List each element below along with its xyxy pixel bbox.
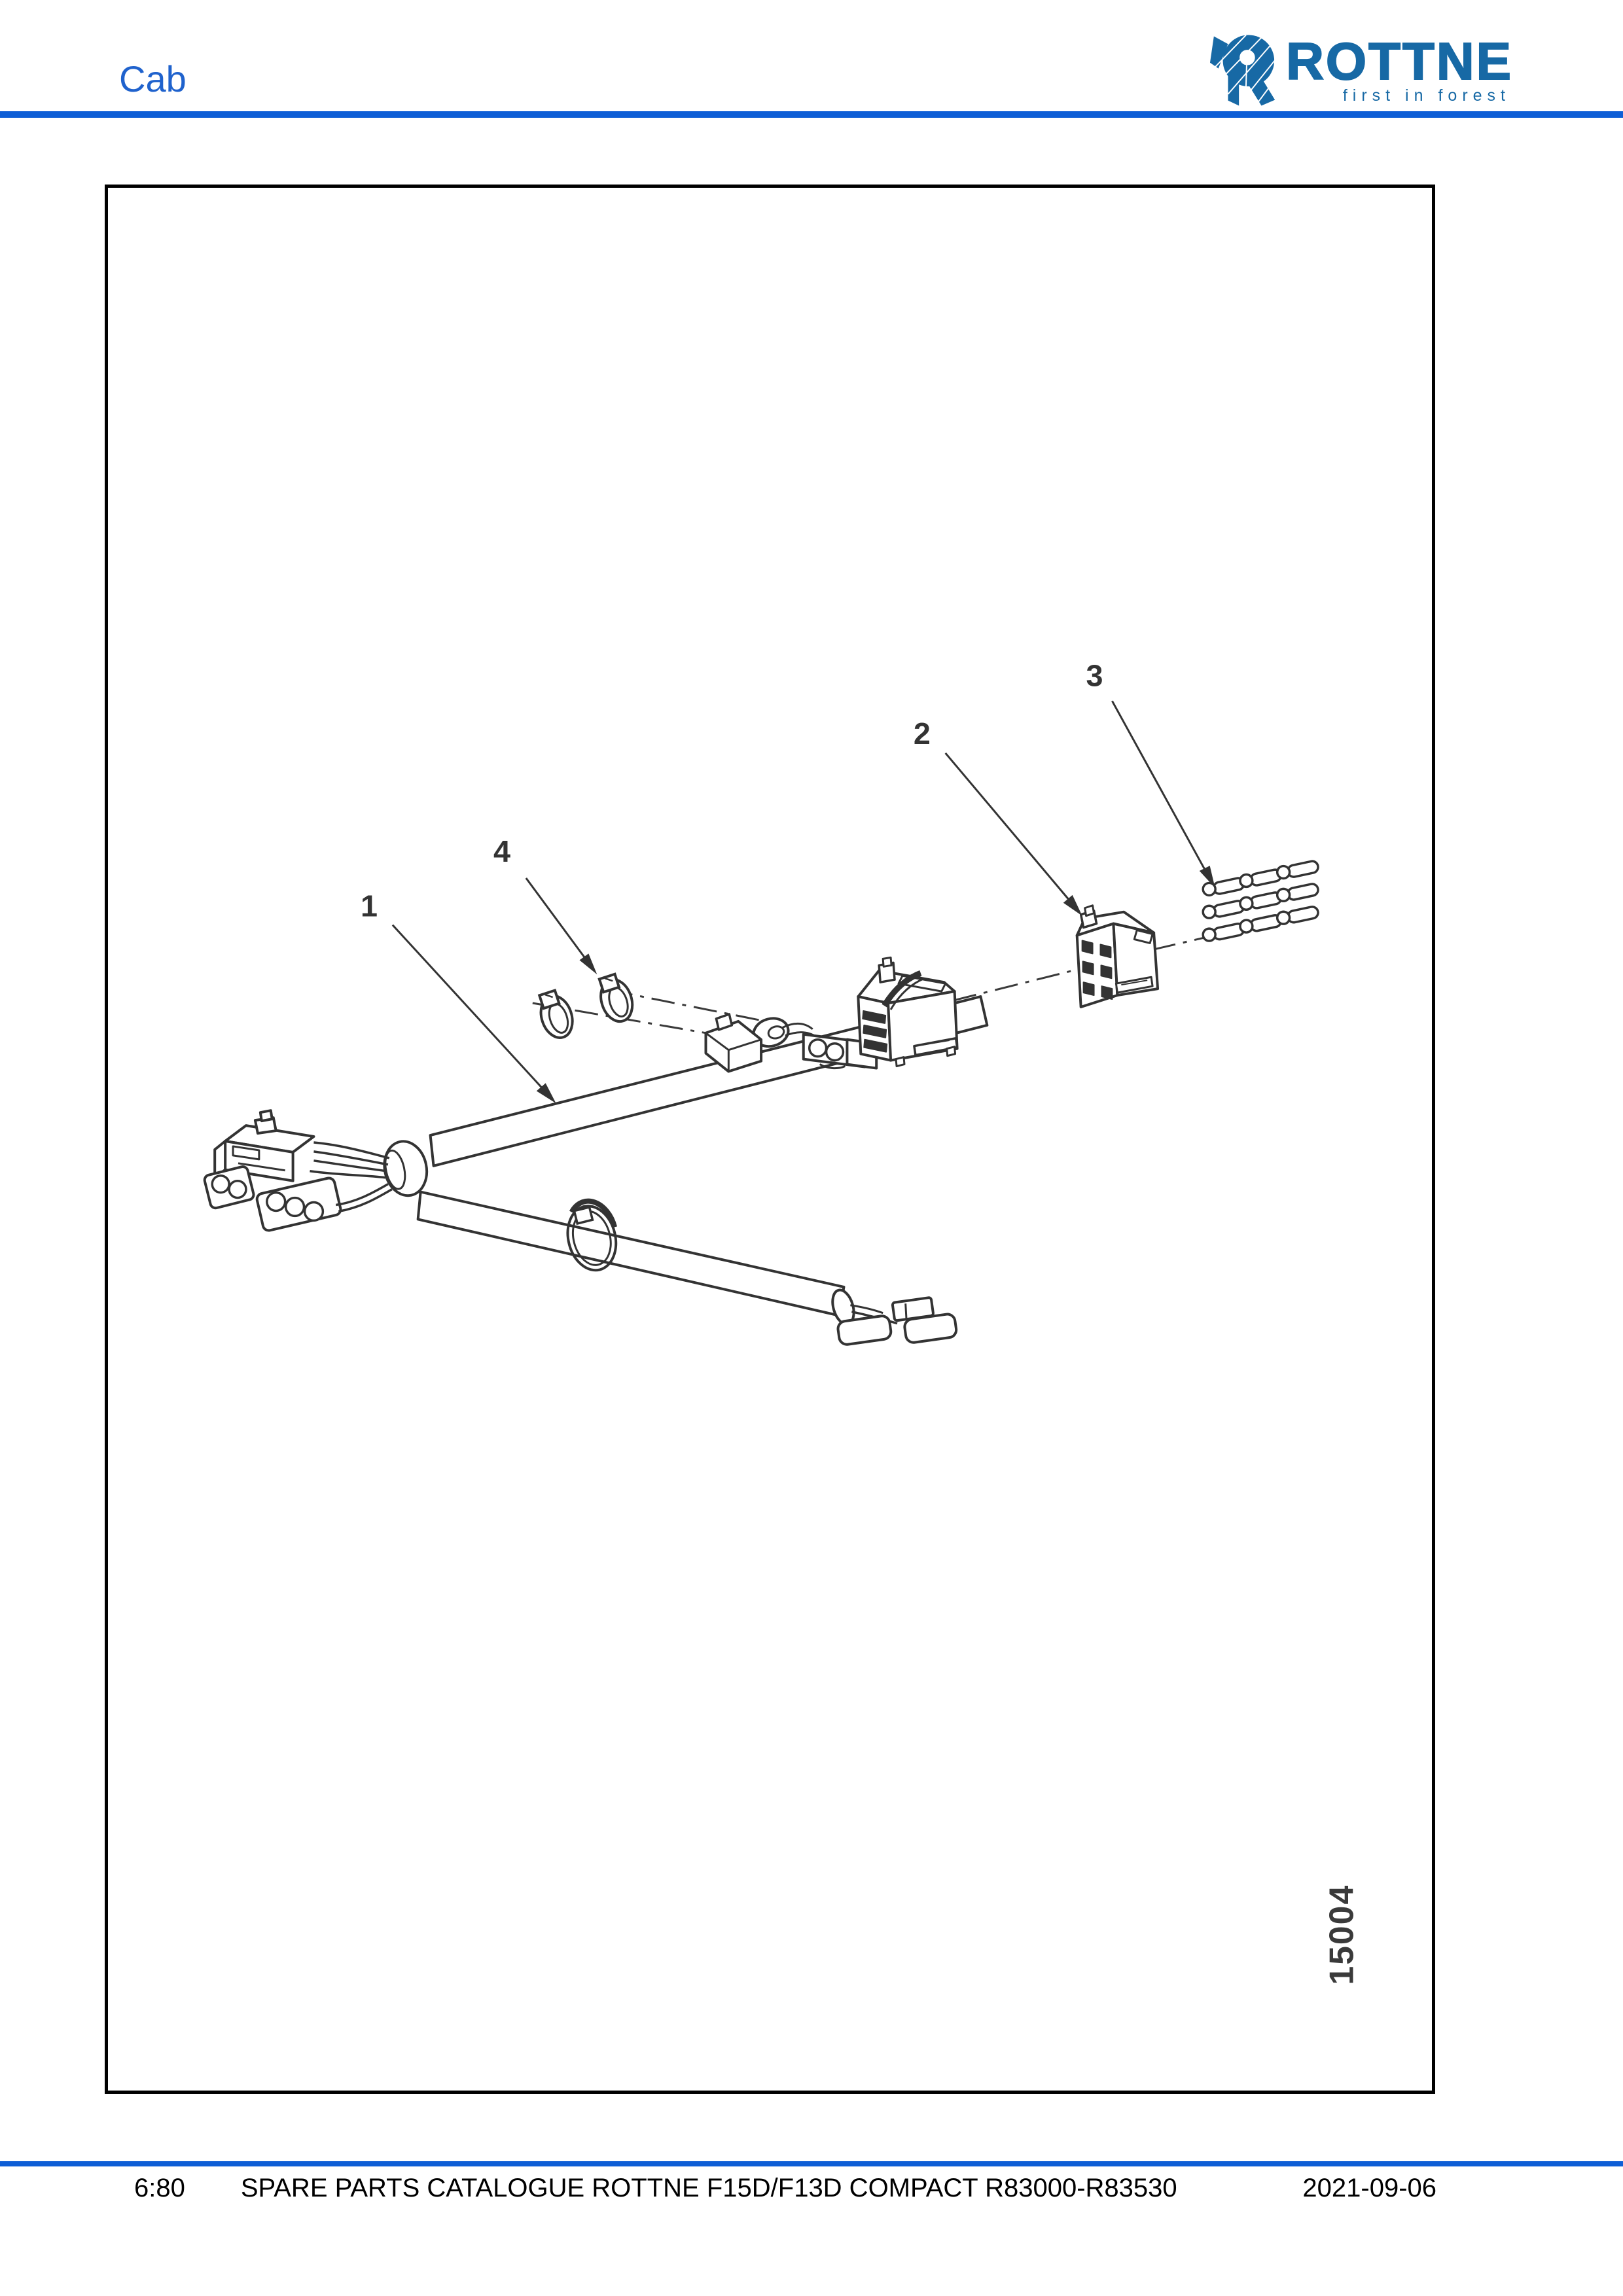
figure-frame: 1 2 3 4 15004 <box>105 185 1435 2094</box>
footer-rule <box>0 2161 1623 2166</box>
branch-end-terminals <box>831 1288 958 1346</box>
cable-tie-2 <box>594 972 639 1027</box>
leader-line-4 <box>525 877 597 975</box>
header-rule <box>0 111 1623 118</box>
wiring-harness-diagram: 1 2 3 4 15004 <box>203 658 1361 1985</box>
figure-number: 15004 <box>1323 1884 1361 1985</box>
left-wire-bundle <box>310 1141 393 1213</box>
relay-socket <box>857 956 959 1068</box>
footer-title: SPARE PARTS CATALOGUE ROTTNE F15D/F13D C… <box>240 2174 1177 2202</box>
callout-label-1: 1 <box>361 889 378 923</box>
terminal-pins <box>1202 858 1321 942</box>
inline-plug <box>704 1013 790 1073</box>
cable-tie-1 <box>534 989 579 1044</box>
hose-clamp <box>566 1198 618 1272</box>
logo-wordmark: ROTTNE first in forest <box>1285 32 1513 105</box>
footer-page-ref: 6:80 <box>134 2174 185 2202</box>
leader-line-3 <box>1111 700 1215 888</box>
callout-label-2: 2 <box>914 716 931 751</box>
leader-line-2 <box>944 752 1082 916</box>
connector-block-2 <box>1075 904 1160 1008</box>
junction-boot <box>383 1140 429 1197</box>
left-connector-3pin <box>255 1176 342 1232</box>
logo-tagline: first in forest <box>1342 86 1510 105</box>
rottne-logo-icon <box>1210 34 1278 107</box>
footer: 6:80 SPARE PARTS CATALOGUE ROTTNE F15D/F… <box>0 2174 1623 2203</box>
logo-name: ROTTNE <box>1285 32 1513 91</box>
callout-label-3: 3 <box>1086 658 1103 692</box>
footer-date: 2021-09-06 <box>1302 2174 1436 2202</box>
page-title: Cab <box>119 58 187 99</box>
left-connector-2pin <box>203 1165 255 1210</box>
harness-branch-tube <box>416 1190 846 1317</box>
leader-line-1 <box>391 924 556 1104</box>
callout-label-4: 4 <box>493 834 510 868</box>
brand-logo: ROTTNE first in forest <box>1209 32 1513 109</box>
leader-lines <box>391 700 1215 1104</box>
